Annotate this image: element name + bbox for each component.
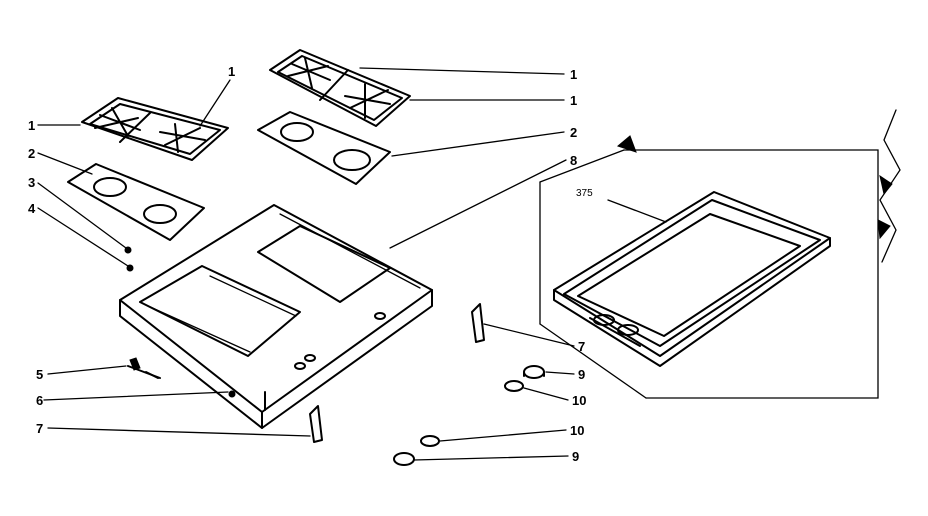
leg-7-right	[471, 303, 485, 343]
left-burner-grate	[81, 97, 229, 161]
callout-4: 4	[28, 201, 36, 216]
callout-10-lower: 10	[570, 423, 584, 438]
knob-9-upper	[523, 365, 545, 379]
callout-1-right-b: 1	[570, 93, 577, 108]
callout-7-right: 7	[578, 339, 585, 354]
callout-9-upper: 9	[578, 367, 585, 382]
leader-lines	[37, 67, 667, 461]
callout-labels: 1 1 2 3 4 5 6 7 1 1 2 8 7 9 10 10 9 375	[28, 64, 593, 464]
left-burner-plate	[67, 163, 205, 241]
range-top-frame	[119, 204, 433, 429]
callout-1-left: 1	[28, 118, 35, 133]
right-burner-grate	[269, 49, 411, 127]
right-burner-plate	[257, 111, 391, 185]
callout-6: 6	[36, 393, 43, 408]
part-6	[228, 390, 236, 398]
knob-10-upper	[504, 380, 524, 392]
callout-2-right: 2	[570, 125, 577, 140]
callout-7-left: 7	[36, 421, 43, 436]
callout-2-left: 2	[28, 146, 35, 161]
leg-7-left	[309, 405, 323, 443]
callout-3: 3	[28, 175, 35, 190]
callout-1-top: 1	[228, 64, 235, 79]
knob-9-lower	[393, 452, 415, 466]
callout-8: 8	[570, 153, 577, 168]
callout-1-right-a: 1	[570, 67, 577, 82]
callout-9-lower: 9	[572, 449, 579, 464]
callout-5: 5	[36, 367, 43, 382]
callout-375: 375	[576, 188, 593, 199]
callout-10-upper: 10	[572, 393, 586, 408]
fastener-3	[124, 246, 132, 254]
fastener-4	[126, 264, 134, 272]
clip-5	[127, 357, 161, 379]
knob-10-lower	[420, 435, 440, 447]
griddle-cover-375	[553, 191, 831, 367]
griddle-bracket	[539, 109, 901, 399]
